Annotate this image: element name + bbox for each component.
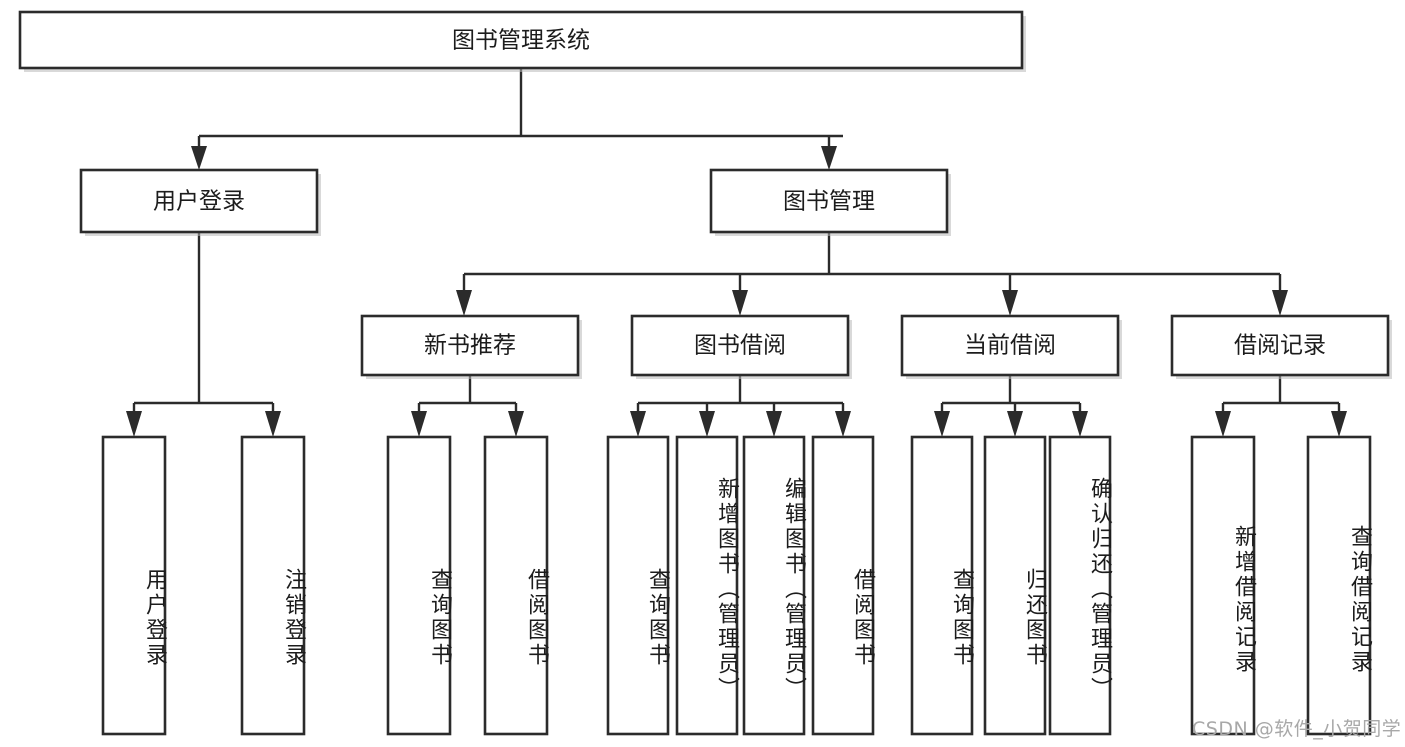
leaf-borrow-query-box[interactable] [606, 435, 670, 736]
book-manage-box[interactable] [709, 168, 949, 234]
leaf-cur-return-box[interactable] [983, 435, 1047, 736]
current-borrow-box[interactable] [900, 314, 1120, 377]
borrow-record-box[interactable] [1170, 314, 1390, 377]
node-current-borrow[interactable]: 当前借阅 [900, 314, 1122, 379]
arrowhead-leaf-rec-add [1215, 411, 1231, 437]
leaf-borrow-lend-box[interactable] [811, 435, 875, 736]
leaf-rec-add-box[interactable] [1190, 435, 1256, 736]
arrowhead-book-manage [821, 146, 837, 170]
new-book-rec-box[interactable] [360, 314, 580, 377]
node-root[interactable]: 图书管理系统 [18, 10, 1026, 72]
leaf-borrow-add-box[interactable] [675, 435, 739, 736]
leaf-boxes-group [101, 435, 1372, 736]
book-borrow-label: 图书借阅 [694, 333, 786, 359]
arrowhead-current-borrow [1002, 290, 1018, 316]
arrowhead-leaf-cur-query [934, 411, 950, 437]
book-borrow-box[interactable] [630, 314, 850, 377]
arrowhead-book-borrow [732, 290, 748, 316]
node-new-book-rec[interactable]: 新书推荐 [360, 314, 582, 379]
node-book-manage[interactable]: 图书管理 [709, 168, 951, 236]
arrowhead-borrow-record [1272, 290, 1288, 316]
book-manage-label: 图书管理 [783, 189, 875, 215]
arrowhead-leaf-rec-query2 [1331, 411, 1347, 437]
arrowhead-leaf-borrow-query [630, 411, 646, 437]
watermark-text: CSDN @软件_小贺同学 [1192, 718, 1402, 740]
arrowhead-new-book-rec [456, 290, 472, 316]
node-borrow-record[interactable]: 借阅记录 [1170, 314, 1392, 379]
leaf-cur-confirm-box[interactable] [1048, 435, 1112, 736]
arrowhead-leaf-cur-return [1007, 411, 1023, 437]
arrowhead-leaf-borrow-edit [766, 411, 782, 437]
borrow-record-label: 借阅记录 [1234, 333, 1326, 359]
arrowhead-leaf-cur-confirm [1072, 411, 1088, 437]
arrowhead-user-login [191, 146, 207, 170]
leaf-cur-query-box[interactable] [910, 435, 974, 736]
user-login-box[interactable] [79, 168, 319, 234]
current-borrow-label: 当前借阅 [964, 333, 1056, 359]
node-book-borrow[interactable]: 图书借阅 [630, 314, 852, 379]
connectors-group [126, 68, 1347, 437]
root-box[interactable] [18, 10, 1024, 70]
leaf-borrow-edit-box[interactable] [742, 435, 806, 736]
arrowhead-leaf-user-login [126, 411, 142, 437]
arrowhead-leaf-rec-query [411, 411, 427, 437]
leaf-user-login-box[interactable] [101, 435, 167, 736]
arrowhead-leaf-rec-borrow [508, 411, 524, 437]
leaf-rec-query2-box[interactable] [1306, 435, 1372, 736]
user-login-label: 用户登录 [153, 189, 245, 215]
arrowhead-leaf-borrow-add [699, 411, 715, 437]
arrowhead-leaf-user-logout [265, 411, 281, 437]
leaf-rec-query-box[interactable] [386, 435, 452, 736]
new-book-rec-label: 新书推荐 [424, 333, 516, 359]
root-label: 图书管理系统 [452, 28, 590, 54]
leaf-user-logout-box[interactable] [240, 435, 306, 736]
arrowhead-leaf-borrow-lend [835, 411, 851, 437]
leaf-rec-borrow-box[interactable] [483, 435, 549, 736]
node-user-login[interactable]: 用户登录 [79, 168, 321, 236]
